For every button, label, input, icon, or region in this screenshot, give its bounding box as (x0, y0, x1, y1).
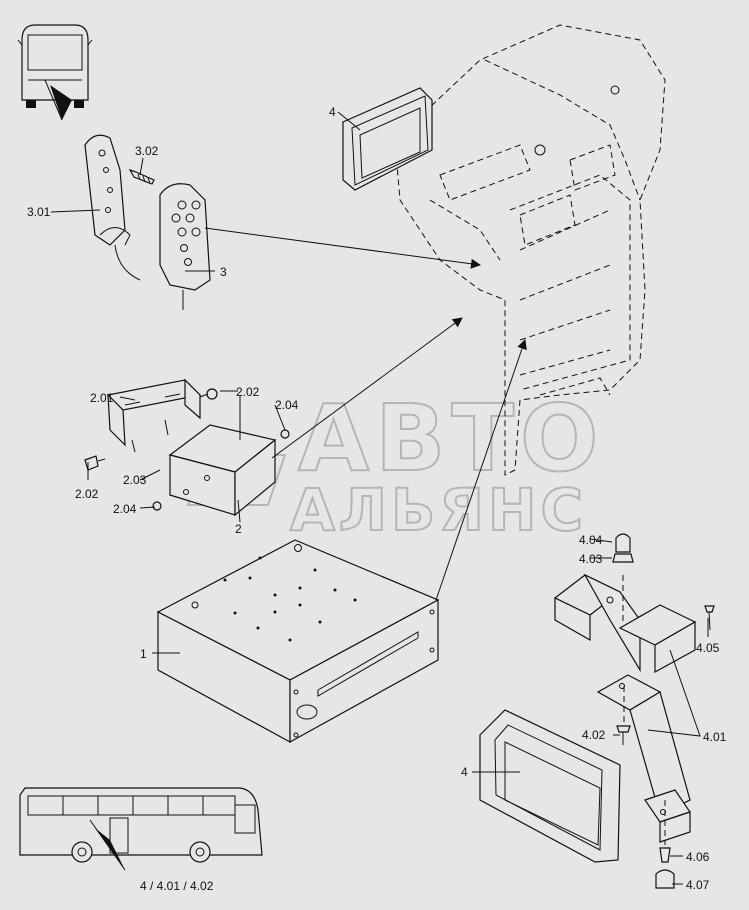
screw-4-02 (616, 725, 631, 733)
callout-labels: 1 2 2.01 2.02 2.02 2.03 2.04 2.04 3 3.01… (27, 105, 727, 893)
label-4-07: 4.07 (686, 878, 710, 892)
bus-side-view (19, 787, 263, 871)
label-4-bottom: 4 (461, 765, 468, 779)
label-2-03: 2.03 (123, 473, 147, 487)
part-4-monitor-top (342, 87, 433, 191)
label-3-01: 3.01 (27, 205, 51, 219)
leader-lines (50, 111, 709, 885)
screw-4-05 (704, 605, 715, 613)
label-4-03: 4.03 (579, 552, 603, 566)
part-1-main-unit (156, 539, 440, 744)
dashboard-outline (394, 24, 666, 476)
label-2-02-bottom: 2.02 (75, 487, 99, 501)
part-4-monitor-bottom (479, 709, 621, 863)
part-3-01-holder (84, 134, 141, 281)
label-4-06: 4.06 (686, 850, 710, 864)
part-3-02-screw (128, 168, 155, 185)
label-4-05: 4.05 (696, 641, 720, 655)
part-2-fasteners (84, 388, 290, 511)
part-2-receiver (168, 395, 277, 517)
watermark: АВТО АЛЬЯНС (186, 384, 599, 545)
cap-nut-4-04 (615, 533, 631, 553)
watermark-line2: АЛЬЯНС (290, 476, 587, 544)
nut-4-03 (612, 553, 634, 563)
label-1: 1 (140, 647, 147, 661)
label-3: 3 (220, 265, 227, 279)
part-2-01-bracket (106, 378, 202, 447)
cap-nut-4-07 (655, 869, 675, 889)
bus-front-view (17, 24, 93, 121)
label-3-02: 3.02 (135, 144, 159, 158)
label-2-04-top: 2.04 (275, 398, 299, 412)
label-4-top: 4 (329, 105, 336, 119)
label-2: 2 (235, 522, 242, 536)
part-3-remote (159, 183, 211, 310)
screw-4-06 (659, 847, 671, 863)
label-4-01: 4.01 (703, 730, 727, 744)
part-4-fasteners (612, 533, 715, 889)
bus-front-arrow (50, 85, 72, 120)
label-2-01: 2.01 (90, 391, 114, 405)
label-2-02-top: 2.02 (236, 385, 260, 399)
label-4-02: 4.02 (582, 728, 606, 742)
label-4-04: 4.04 (579, 533, 603, 547)
label-bus-location: 4 / 4.01 / 4.02 (140, 879, 214, 893)
assembly-arrows (204, 227, 527, 601)
part-4-01-bracket (553, 573, 697, 845)
label-2-04-bottom: 2.04 (113, 502, 137, 516)
